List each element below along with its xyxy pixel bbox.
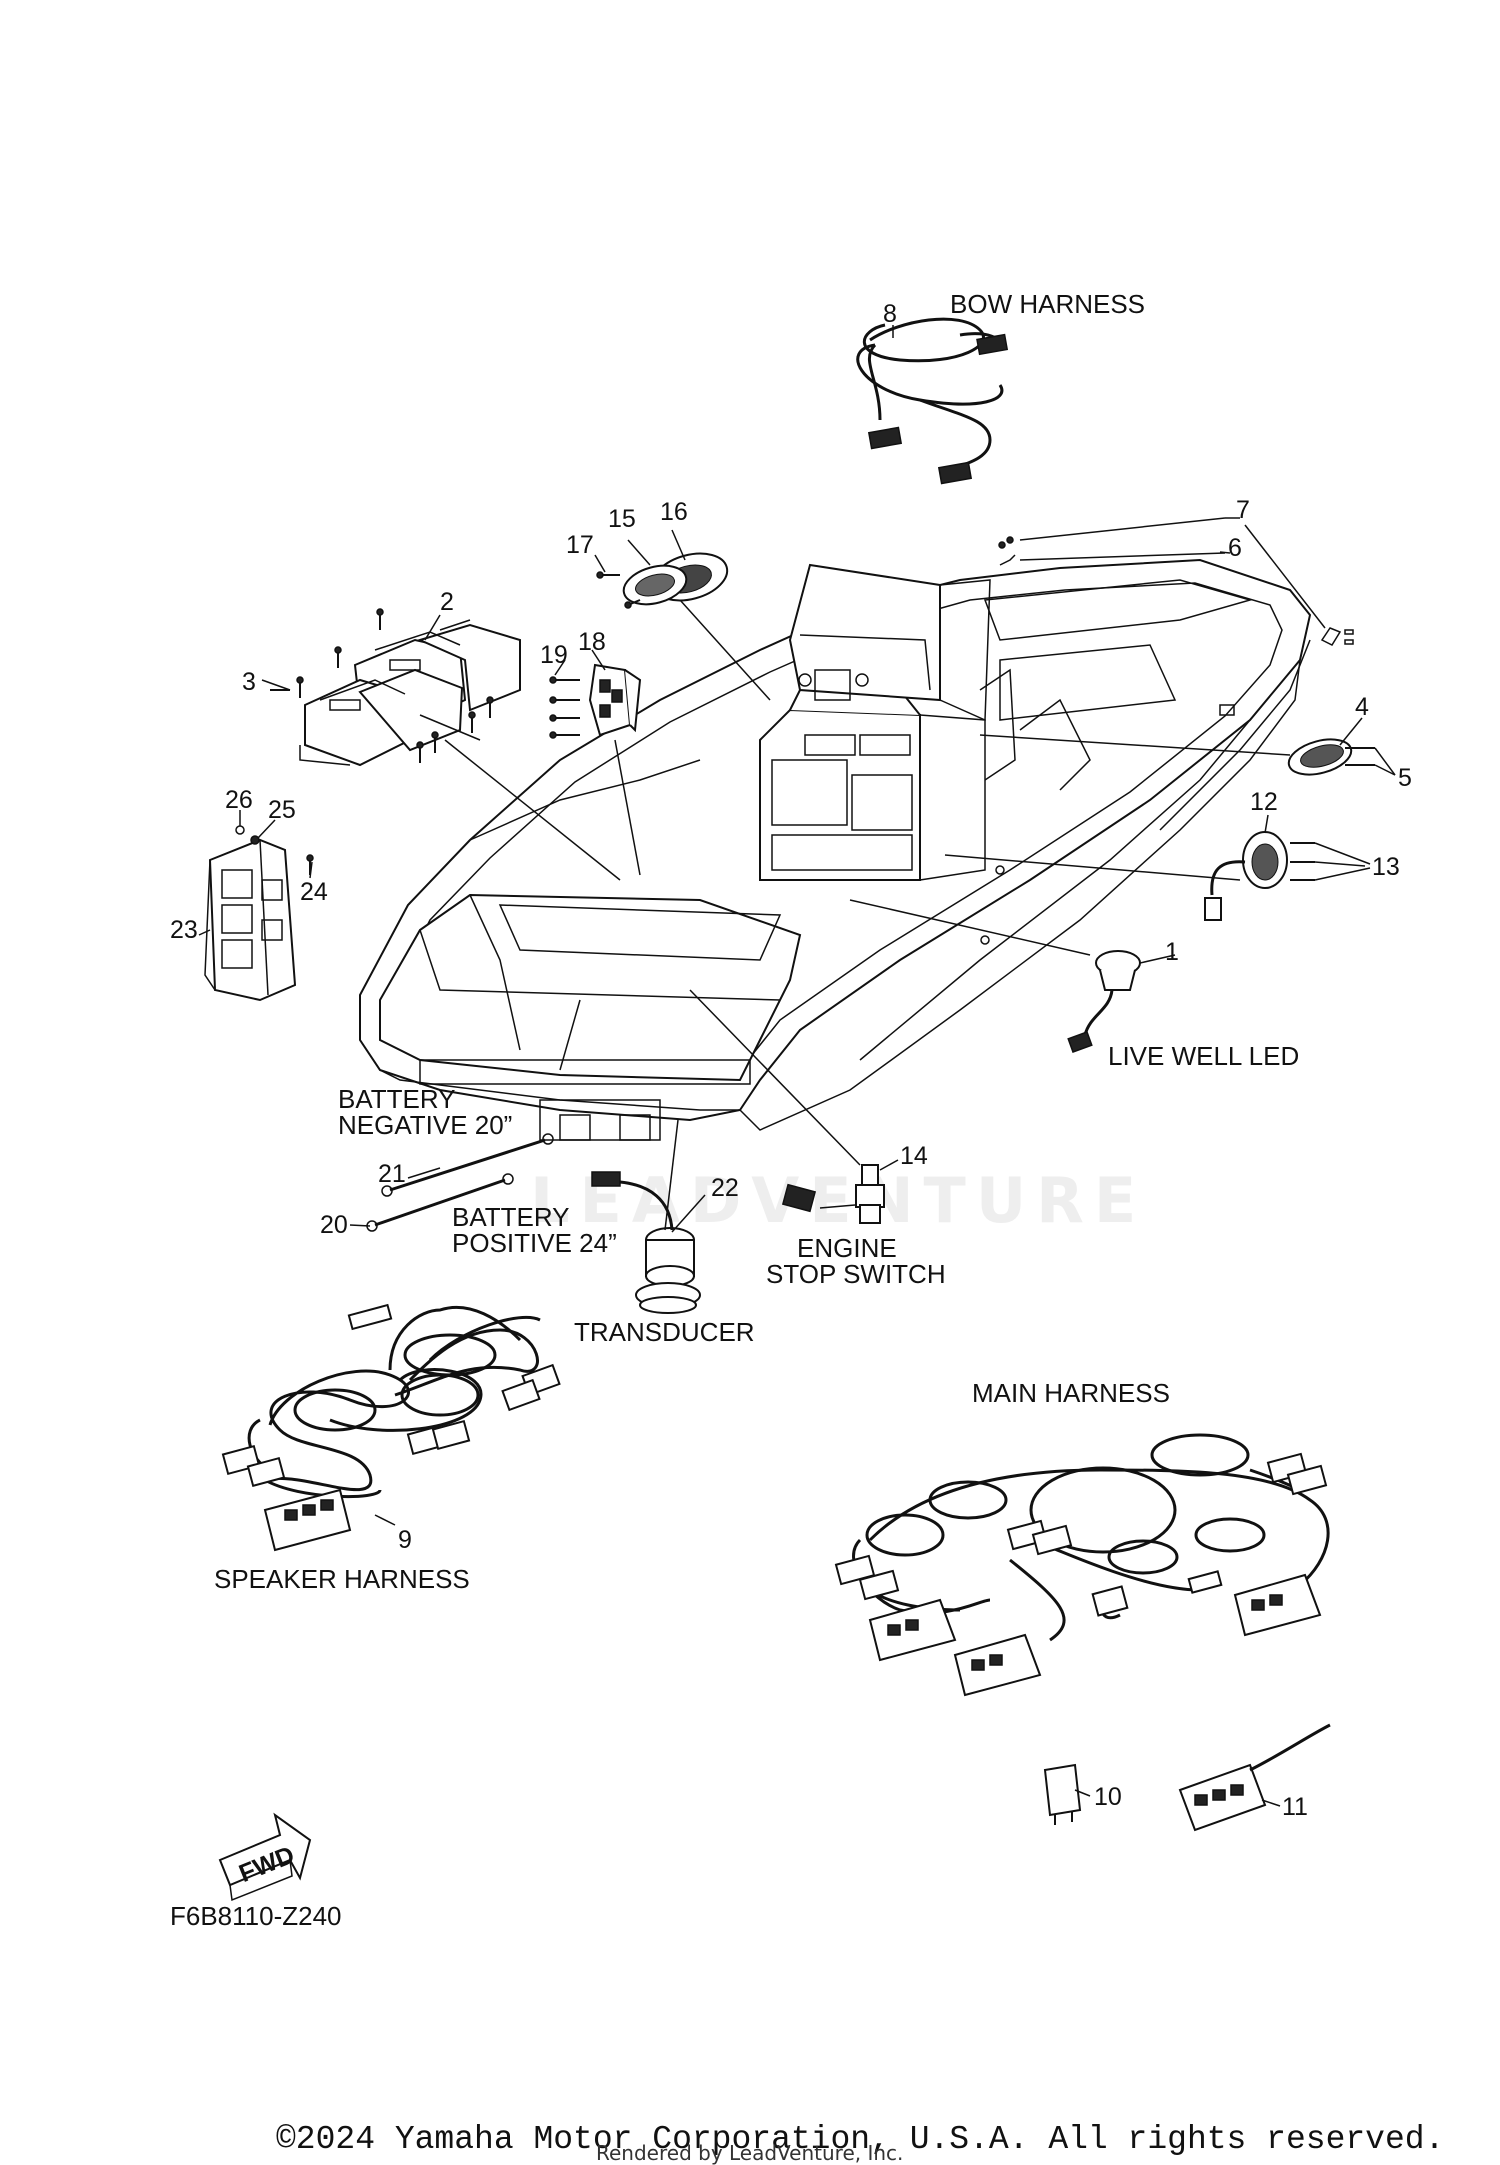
main-harness-label: MAIN HARNESS [972,1378,1170,1408]
side-speaker-4 [1287,738,1375,776]
engine-stop-label-line1: ENGINE [797,1233,897,1263]
part-11-connector [1178,1723,1331,1832]
callout-21: 21 [378,1160,406,1188]
engine-stop-label-line2: STOP SWITCH [766,1259,946,1289]
battery-negative-label-line1: BATTERY [338,1084,456,1114]
callout-12: 12 [1250,788,1278,816]
ecu-module [204,825,314,1002]
battery-positive-label-line2: POSITIVE 24” [452,1228,617,1258]
callout-22: 22 [711,1174,739,1202]
callout-14: 14 [900,1142,928,1170]
switch-panel [549,663,642,739]
battery-screws [270,608,494,763]
leader-12 [944,854,1241,881]
callout-26: 26 [225,786,253,814]
helm-console [759,563,991,881]
speaker-harness [221,1303,561,1552]
callout-8: 8 [883,300,897,328]
callout-19: 19 [540,641,568,669]
leader-switch-panel [614,739,641,876]
watermark: LEADVENTURE [530,1164,1146,1237]
transducer [591,1171,701,1314]
live-well-led-label: LIVE WELL LED [1108,1041,1299,1071]
callout-7: 7 [1236,496,1250,524]
callout-3: 3 [242,668,256,696]
leader-speaker [679,599,771,701]
leader-14 [689,989,861,1166]
callout-17: 17 [566,531,594,559]
callout-10: 10 [1094,1783,1122,1811]
leader-1 [849,899,1091,956]
speaker-harness-label: SPEAKER HARNESS [214,1564,470,1594]
diagram-code: F6B8110-Z240 [170,1901,342,1931]
battery-boxes [270,608,521,767]
callout-16: 16 [660,498,688,526]
rendered-by-notice: Rendered by LeadVenture, Inc. [596,2141,903,2165]
callout-13: 13 [1372,853,1400,881]
fwd-arrow-icon: FWD [218,1812,312,1902]
callout-6: 6 [1228,534,1242,562]
bow-harness [856,317,1009,485]
battery-negative-label-line2: NEGATIVE 20” [338,1110,512,1140]
callout-2: 2 [440,588,454,616]
callout-23: 23 [170,916,198,944]
main-harness [834,1433,1330,1697]
callout-4: 4 [1355,693,1369,721]
leader-22 [664,1119,679,1231]
callout-5: 5 [1398,764,1412,792]
battery-cables [366,1133,554,1232]
bow-harness-label: BOW HARNESS [950,289,1145,319]
leader-battery [444,739,621,881]
callout-9: 9 [398,1526,412,1554]
transducer-label: TRANSDUCER [574,1317,755,1347]
callout-11: 11 [1282,1793,1308,1821]
part-10-connector-cap [1043,1763,1082,1825]
engine-stop-switch [781,1164,885,1224]
callout-numbers: 1 2 3 4 5 6 7 8 9 10 11 12 13 14 15 16 1… [170,300,1412,1821]
live-well-led-1 [1067,950,1141,1053]
callout-24: 24 [300,878,328,906]
callout-25: 25 [268,796,296,824]
callout-leaders [198,325,1396,1807]
callout-20: 20 [320,1211,348,1239]
cup-light-12 [1204,831,1315,921]
callout-1: 1 [1165,938,1179,966]
leader-4 [979,734,1291,756]
speaker-grille [596,552,729,609]
rail-parts-6-7 [998,517,1354,646]
callout-15: 15 [608,505,636,533]
boat-hull [359,558,1312,1141]
copyright-notice: ©2024 Yamaha Motor Corporation, U.S.A. A… [276,2121,1444,2158]
callout-18: 18 [578,628,606,656]
battery-positive-label-line1: BATTERY [452,1202,570,1232]
